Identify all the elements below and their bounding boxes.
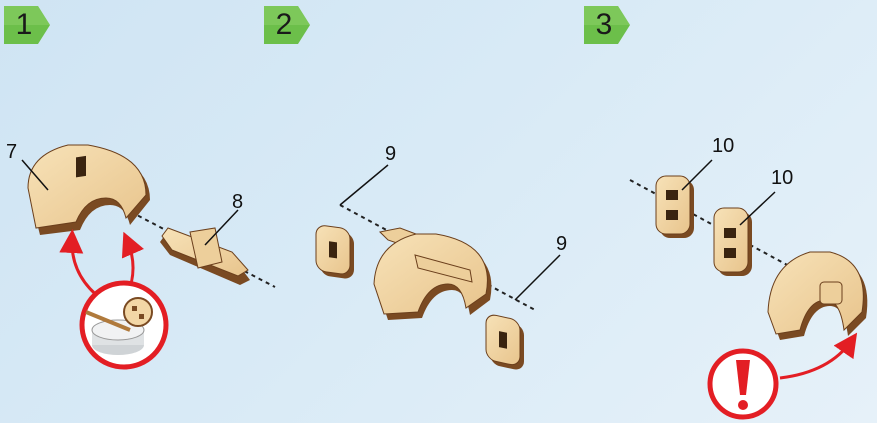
- step-number: 2: [275, 8, 293, 41]
- badge-arrow-shape: [4, 6, 50, 44]
- leader-line-10-second: [739, 191, 776, 226]
- leader-line-7: [21, 159, 49, 191]
- part-9-top: [315, 225, 354, 279]
- step-badge-1: 1: [4, 4, 52, 46]
- part-label-10-first: 10: [712, 135, 735, 157]
- part-label-8: 8: [232, 191, 244, 213]
- step1-illustration: [21, 144, 276, 370]
- badge-arrow-shape: [264, 6, 310, 44]
- step-number: 3: [595, 8, 613, 41]
- step-number: 1: [15, 8, 33, 41]
- part-7-arch: [27, 144, 150, 235]
- part-label-7: 7: [6, 141, 18, 163]
- leader-line-9-bottom: [514, 254, 561, 301]
- warning-arrow: [779, 332, 858, 380]
- assembled-arch: [373, 227, 492, 320]
- step3-illustration: [629, 159, 868, 420]
- part-label-9-bottom: 9: [556, 233, 568, 255]
- part-label-10-second: 10: [771, 167, 794, 189]
- leader-line-8: [204, 209, 239, 246]
- glue-pot-icon: [79, 280, 169, 370]
- assembly-axis-line: [339, 204, 536, 311]
- part-10-second: [713, 207, 752, 276]
- part-8-crossbar: [160, 227, 250, 285]
- step2-illustration: [315, 164, 561, 370]
- part-9-bottom: [485, 314, 524, 370]
- step-badge-2: 2: [264, 4, 312, 46]
- step-badge-3: 3: [584, 4, 632, 46]
- part-label-9-top: 9: [385, 143, 397, 165]
- leader-line-10-first: [681, 159, 713, 191]
- part-10-first: [655, 175, 694, 238]
- warning-exclamation-icon: [707, 348, 779, 420]
- badge-arrow-shape: [584, 6, 630, 44]
- assembled-arch-step3: [767, 251, 868, 340]
- leader-line-9-top: [339, 164, 389, 206]
